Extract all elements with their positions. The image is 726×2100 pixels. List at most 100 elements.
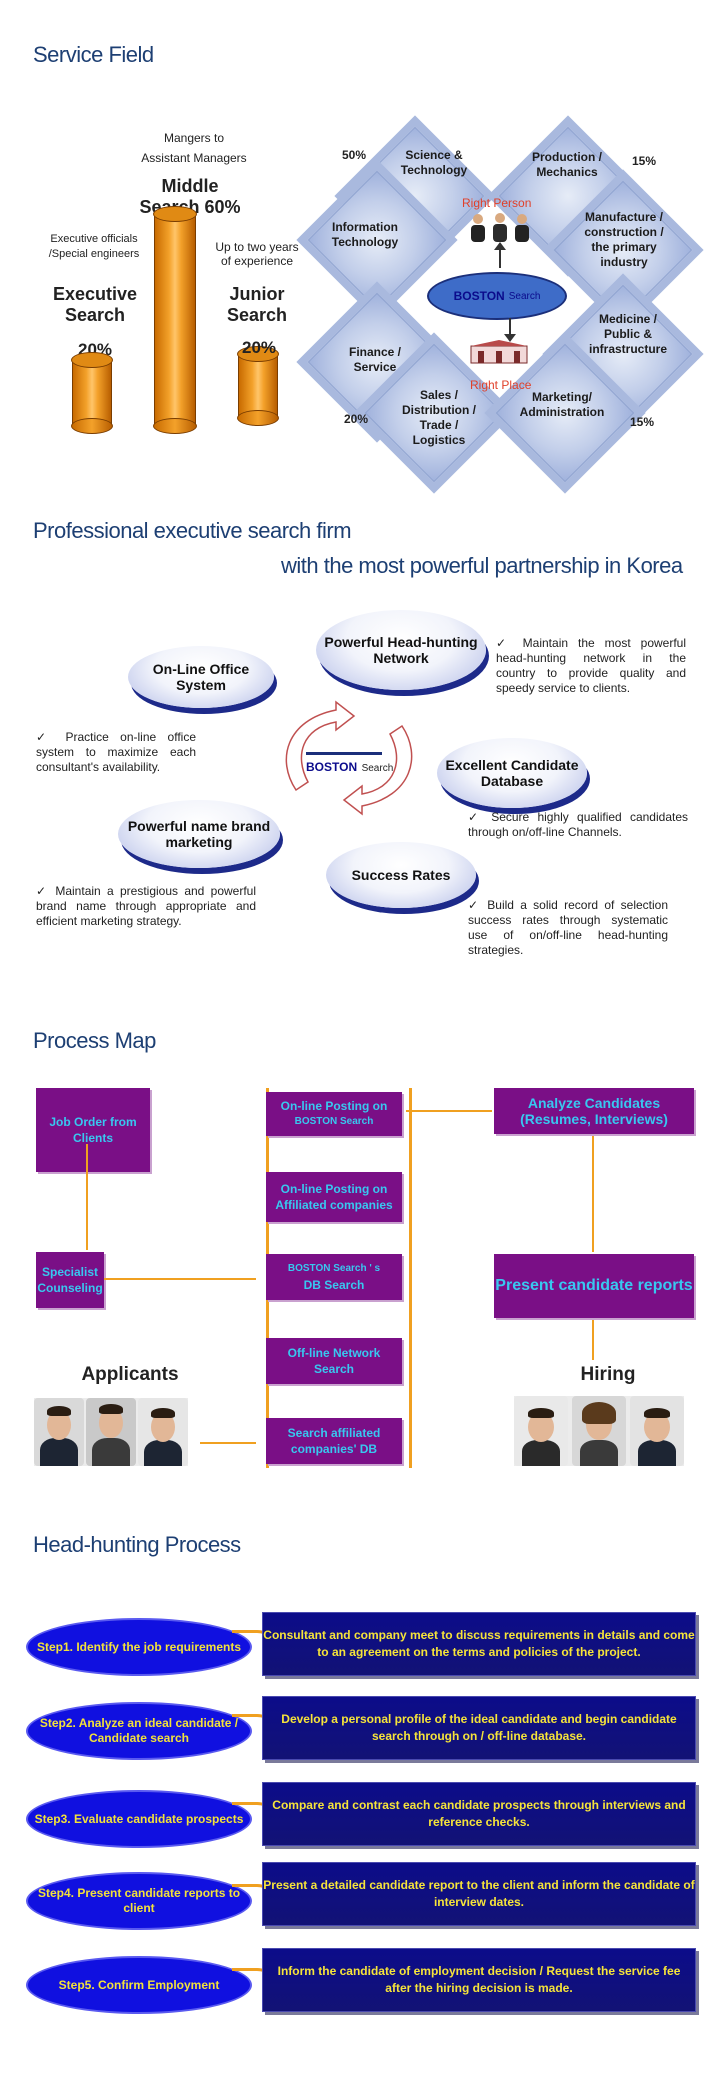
specialist-counseling-box: Specialist Counseling bbox=[36, 1252, 104, 1308]
headhunting-process-title: Head-hunting Process bbox=[33, 1532, 241, 1557]
arrow-analyze-to-present bbox=[592, 1136, 594, 1252]
online-posting-box: On-line Posting on BOSTON Search bbox=[266, 1092, 402, 1136]
junior-search-label: Junior Search bbox=[212, 284, 302, 326]
pct-top-right: 15% bbox=[632, 154, 657, 168]
exec-note-line2: /Special engineers bbox=[48, 248, 140, 260]
step4-description: Present a detailed candidate report to t… bbox=[262, 1862, 696, 1926]
people-icon bbox=[466, 212, 534, 242]
label-medicine: Medicine / Public & infrastructure bbox=[588, 312, 668, 356]
exec-note-line1: Executive officials bbox=[50, 233, 138, 245]
present-reports-box: Present candidate reports bbox=[494, 1254, 694, 1318]
arrow-up-icon bbox=[494, 242, 506, 250]
online-posting-line2: BOSTON Search bbox=[294, 1116, 374, 1127]
online-posting-line1: On-line Posting on bbox=[280, 1099, 388, 1113]
label-science: Science & Technology bbox=[400, 148, 468, 177]
service-field-title: Service Field bbox=[33, 42, 154, 67]
middle-label-line1: Middle bbox=[161, 176, 219, 196]
text-brand-body: Maintain a prestigious and powerful bran… bbox=[36, 884, 257, 928]
center-boston: BOSTON bbox=[306, 760, 358, 774]
arrow-job-to-specialist bbox=[86, 1144, 88, 1250]
pct-top-left: 50% bbox=[342, 148, 367, 162]
applicants-label: Applicants bbox=[81, 1364, 179, 1385]
candidate-db-ellipse: Excellent Candidate Database bbox=[437, 738, 587, 808]
junior-label-line1: Junior bbox=[229, 284, 285, 304]
db-search-line2: DB Search bbox=[303, 1278, 365, 1292]
text-db: ✓ Secure highly qualified candidates thr… bbox=[468, 810, 688, 839]
arrow-up-line bbox=[499, 244, 501, 268]
building-icon bbox=[470, 340, 528, 364]
partnership-title-1: Professional executive search firm bbox=[33, 518, 352, 543]
center-divider bbox=[306, 752, 382, 755]
middle-cylinder bbox=[153, 206, 197, 434]
db-search-box: BOSTON Search ' s DB Search bbox=[266, 1254, 402, 1300]
hiring-photo bbox=[514, 1396, 684, 1466]
cycle-arrows-icon bbox=[266, 690, 432, 826]
step3-ellipse: Step3. Evaluate candidate prospects bbox=[26, 1790, 252, 1848]
headhunting-network-ellipse: Powerful Head-hunting Network bbox=[316, 610, 486, 690]
offline-network-box: Off-line Network Search bbox=[266, 1338, 402, 1384]
hiring-label: Hiring bbox=[580, 1364, 636, 1385]
search-text: Search bbox=[508, 290, 541, 302]
exec-cylinder bbox=[71, 352, 113, 434]
exec-search-label: Executive Search bbox=[40, 284, 150, 326]
right-person-label: Right Person bbox=[462, 196, 532, 210]
step2-description: Develop a personal profile of the ideal … bbox=[262, 1696, 696, 1760]
center-search: Search bbox=[361, 763, 394, 774]
label-marketing: Marketing/ Administration bbox=[519, 390, 605, 419]
step5-description: Inform the candidate of employment decis… bbox=[262, 1948, 696, 2012]
brand-marketing-ellipse: Powerful name brand marketing bbox=[118, 800, 280, 868]
step3-description: Compare and contrast each candidate pros… bbox=[262, 1782, 696, 1846]
arrow-down-line bbox=[509, 318, 511, 338]
arrow-present-to-hiring bbox=[592, 1320, 594, 1360]
junior-pct: 20% bbox=[242, 338, 277, 357]
junior-cylinder bbox=[237, 346, 279, 426]
junior-note-line1: Up to two years bbox=[215, 240, 299, 254]
middle-note-line2: Assistant Managers bbox=[141, 151, 247, 165]
text-success-body: Build a solid record of selection succes… bbox=[468, 898, 669, 957]
middle-note: Mangers to Assistant Managers bbox=[134, 128, 254, 168]
affiliated-posting-box: On-line Posting on Affiliated companies bbox=[266, 1172, 402, 1222]
text-online-body: Practice on-line office system to maximi… bbox=[36, 730, 196, 774]
pct-bottom-left: 20% bbox=[344, 412, 369, 426]
success-rates-ellipse: Success Rates bbox=[326, 842, 476, 908]
exec-label-line2: Search bbox=[64, 305, 126, 325]
arrow-down-icon bbox=[504, 334, 516, 342]
arrow-column-to-analyze bbox=[406, 1110, 492, 1112]
boston-text: BOSTON bbox=[453, 289, 505, 303]
exec-note: Executive officials /Special engineers bbox=[34, 232, 154, 262]
step2-ellipse: Step2. Analyze an ideal candidate / Cand… bbox=[26, 1702, 252, 1760]
text-db-body: Secure highly qualified candidates throu… bbox=[468, 810, 688, 839]
exec-label-line1: Executive bbox=[52, 284, 138, 304]
arrow-specialist-to-column bbox=[104, 1278, 256, 1280]
step1-description: Consultant and company meet to discuss r… bbox=[262, 1612, 696, 1676]
label-info: Information Technology bbox=[331, 220, 399, 249]
analyze-candidates-box: Analyze Candidates (Resumes, Interviews) bbox=[494, 1088, 694, 1134]
applicants-photo bbox=[34, 1398, 188, 1466]
step5-ellipse: Step5. Confirm Employment bbox=[26, 1956, 252, 2014]
boston-search-ellipse: BOSTON Search bbox=[427, 272, 567, 320]
text-headhunting-body: Maintain the most powerful head-hunting … bbox=[496, 636, 686, 695]
pct-bottom-right: 15% bbox=[630, 415, 655, 429]
online-office-ellipse: On-Line Office System bbox=[128, 646, 274, 708]
junior-note: Up to two years of experience bbox=[202, 240, 312, 268]
label-manufacture: Manufacture / construction / the primary… bbox=[584, 210, 664, 269]
text-online: ✓ Practice on-line office system to maxi… bbox=[36, 730, 196, 774]
text-success: ✓ Build a solid record of selection succ… bbox=[468, 898, 669, 957]
db-search-line1: BOSTON Search ' s bbox=[287, 1263, 381, 1274]
middle-note-line1: Mangers to bbox=[163, 131, 225, 145]
text-headhunting: ✓ Maintain the most powerful head-huntin… bbox=[496, 636, 686, 695]
arrow-applicants-to-column bbox=[200, 1442, 256, 1444]
center-boston-label: BOSTON Search bbox=[306, 758, 393, 776]
label-production: Production / Mechanics bbox=[532, 150, 602, 179]
partnership-title-2: with the most powerful partnership in Ko… bbox=[281, 553, 683, 578]
step1-ellipse: Step1. Identify the job requirements bbox=[26, 1618, 252, 1676]
job-order-box: Job Order from Clients bbox=[36, 1088, 150, 1172]
search-affiliated-box: Search affiliated companies' DB bbox=[266, 1418, 402, 1464]
junior-note-line2: of experience bbox=[220, 254, 294, 268]
text-brand: ✓ Maintain a prestigious and powerful br… bbox=[36, 884, 257, 928]
label-finance: Finance / Service bbox=[348, 345, 401, 374]
label-sales: Sales / Distribution / Trade / Logistics bbox=[402, 388, 476, 447]
junior-label-line2: Search bbox=[226, 305, 288, 325]
step4-ellipse: Step4. Present candidate reports to clie… bbox=[26, 1872, 252, 1930]
right-place-label: Right Place bbox=[470, 378, 532, 392]
